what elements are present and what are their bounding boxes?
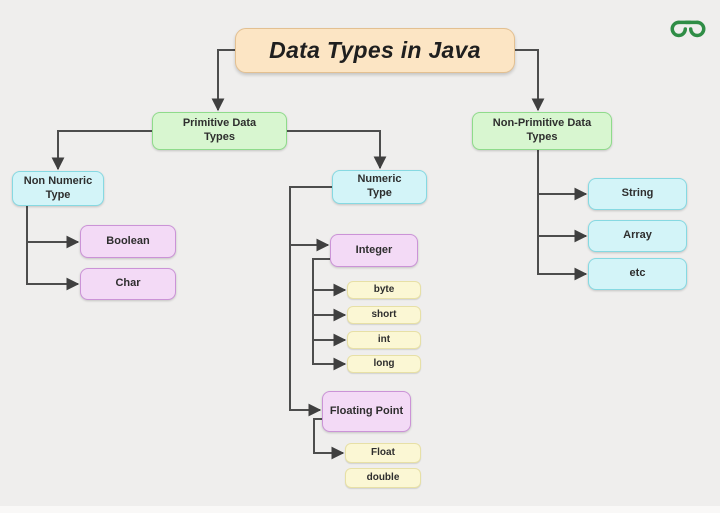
node-array: Array bbox=[588, 220, 687, 252]
node-char: Char bbox=[80, 268, 176, 300]
diagram-title: Data Types in Java bbox=[235, 28, 515, 73]
connector-nonprimitive-to-etc bbox=[537, 236, 588, 281]
node-numeric-type: Numeric Type bbox=[332, 170, 427, 204]
connector-numeric-to-floatingpoint bbox=[289, 245, 322, 417]
connector-integer-to-int bbox=[312, 315, 347, 347]
geeksforgeeks-logo-icon bbox=[670, 20, 706, 38]
node-long: long bbox=[347, 355, 421, 373]
connector-numeric-to-integer bbox=[289, 186, 332, 252]
connector-primitive-to-nonnumeric bbox=[51, 130, 152, 171]
node-int: int bbox=[347, 331, 421, 349]
node-etc: etc bbox=[588, 258, 687, 290]
connector-primitive-to-numeric bbox=[287, 130, 387, 170]
connector-integer-to-short bbox=[312, 290, 347, 322]
node-non-numeric-type: Non Numeric Type bbox=[12, 171, 104, 206]
node-integer: Integer bbox=[330, 234, 418, 267]
connector-floatingpoint-to-float bbox=[313, 418, 345, 460]
node-boolean: Boolean bbox=[80, 225, 176, 258]
node-float: Float bbox=[345, 443, 421, 463]
connector-nonprimitive-to-array bbox=[537, 194, 588, 243]
connector-nonnumeric-to-boolean bbox=[26, 206, 80, 249]
node-string: String bbox=[588, 178, 687, 210]
node-short: short bbox=[347, 306, 421, 324]
bottom-edge-strip bbox=[0, 506, 720, 513]
connector-integer-to-long bbox=[312, 340, 347, 371]
connector-integer-to-byte bbox=[312, 258, 347, 297]
node-double: double bbox=[345, 468, 421, 488]
node-primitive-data-types: Primitive Data Types bbox=[152, 112, 287, 150]
node-non-primitive-data-types: Non-Primitive Data Types bbox=[472, 112, 612, 150]
connector-nonnumeric-to-char bbox=[26, 242, 80, 291]
node-floating-point: Floating Point bbox=[322, 391, 411, 432]
node-byte: byte bbox=[347, 281, 421, 299]
connector-nonprimitive-to-string bbox=[537, 150, 588, 201]
connector-title-to-primitive bbox=[211, 49, 235, 112]
connector-title-to-nonprimitive bbox=[515, 49, 545, 112]
